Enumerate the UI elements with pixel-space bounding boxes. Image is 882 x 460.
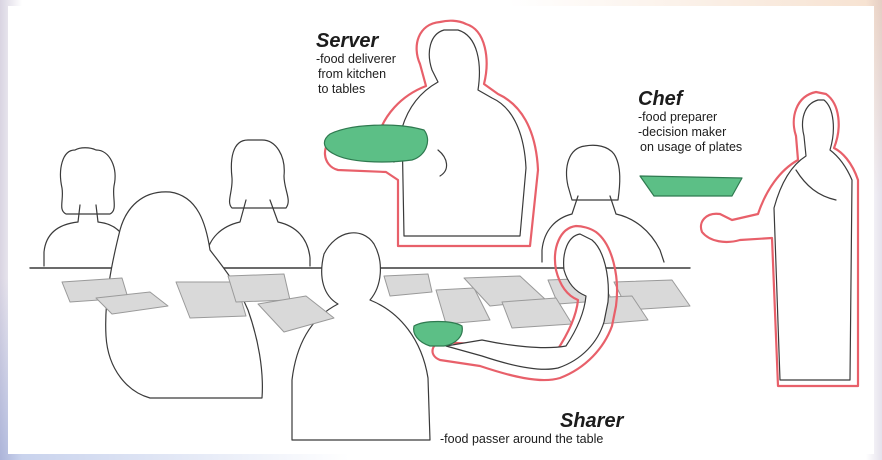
diner-front-middle: [292, 233, 430, 440]
server-green-platter: [324, 125, 427, 162]
chef-label: Chef -food preparer -decision maker on u…: [638, 88, 742, 155]
diner-right-back: [542, 145, 664, 262]
server-desc-line-1: -food deliverer: [316, 52, 396, 67]
chef-green-platter: [640, 176, 742, 196]
server-desc-line-2: from kitchen: [316, 67, 396, 82]
chef-desc-line-2: -decision maker: [638, 125, 742, 140]
chef-title: Chef: [638, 88, 742, 110]
sharer-label: Sharer -food passer around the table: [440, 410, 623, 447]
sharer-desc-line-1: -food passer around the table: [440, 432, 623, 447]
server-desc-line-3: to tables: [316, 82, 396, 97]
diner-middle-back: [206, 140, 310, 266]
server-title: Server: [316, 30, 396, 52]
chef-desc-line-1: -food preparer: [638, 110, 742, 125]
sharer-title: Sharer: [440, 410, 623, 432]
chef-desc-line-3: on usage of plates: [638, 140, 742, 155]
plate-grey-4: [228, 274, 290, 302]
server-label: Server -food deliverer from kitchen to t…: [316, 30, 396, 97]
plate-grey-6: [384, 274, 432, 296]
sharer-green-bowl: [414, 322, 463, 347]
